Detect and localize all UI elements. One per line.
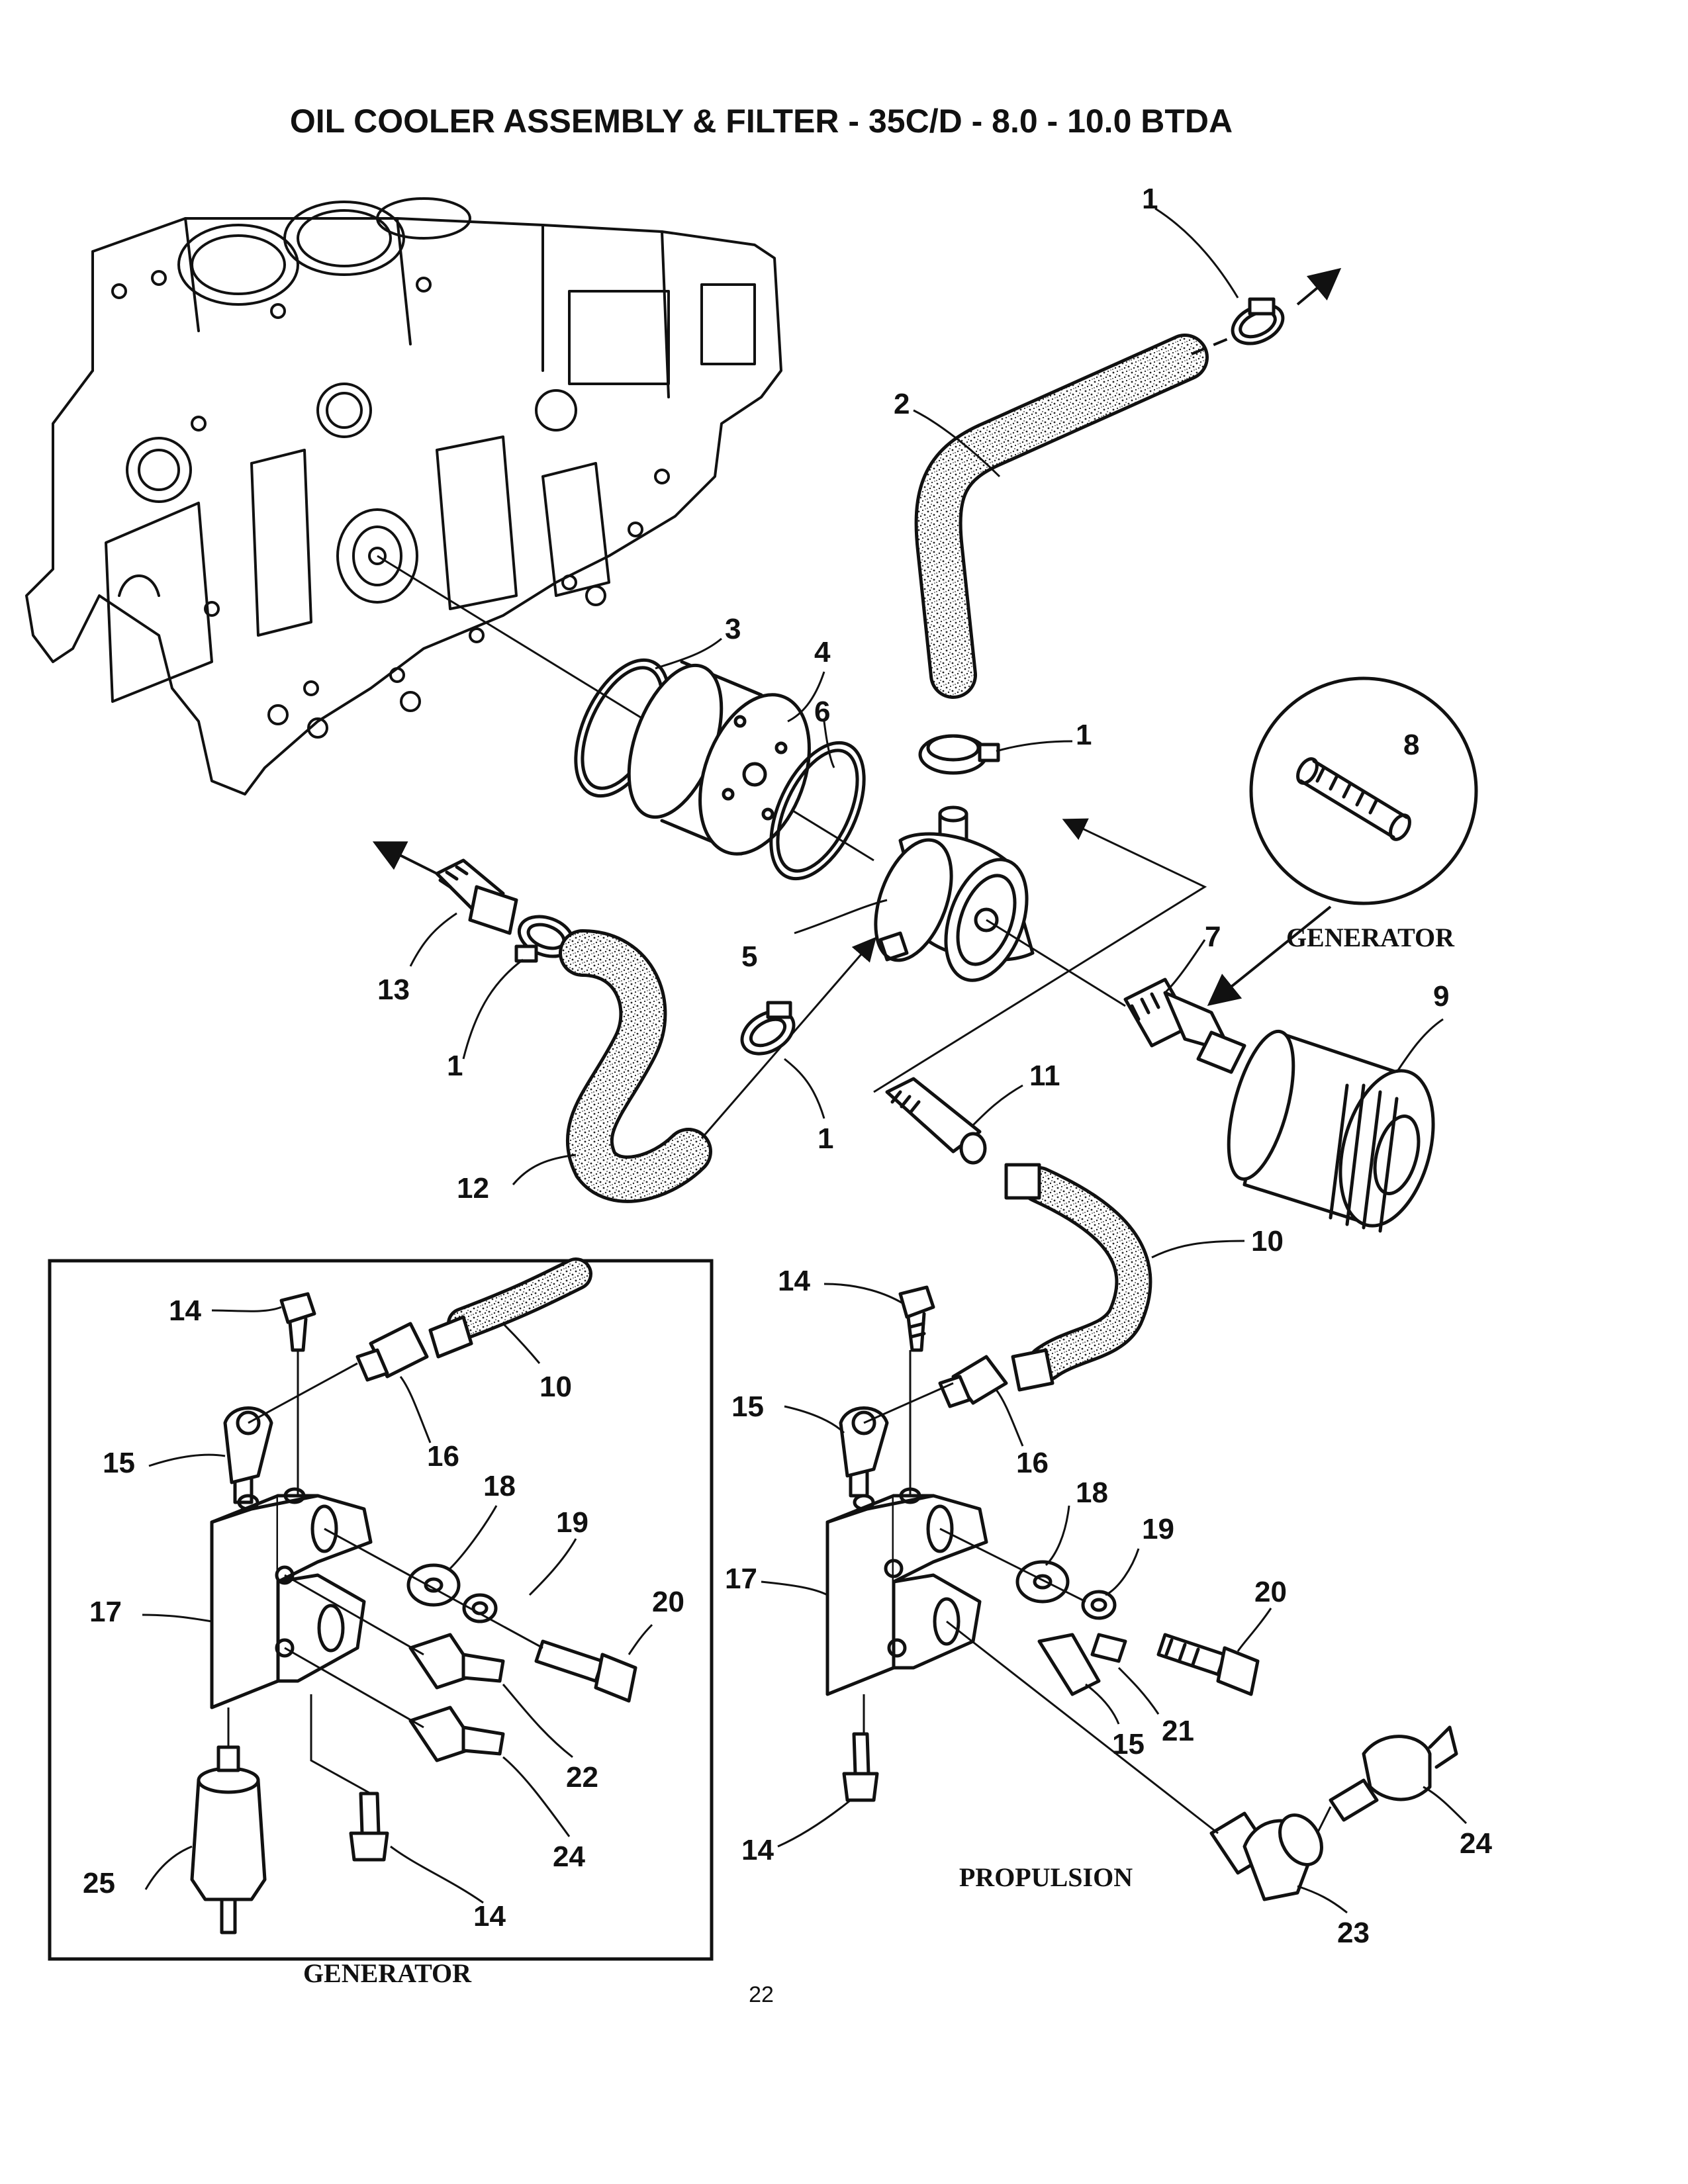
callout-label: 19 (1142, 1513, 1174, 1545)
propulsion-parts (825, 1285, 1458, 1901)
callout-label: 20 (652, 1586, 684, 1618)
callout-label: 2 (894, 388, 910, 420)
callout-label: 15 (1112, 1728, 1145, 1760)
callout-label: 1 (1142, 183, 1158, 215)
callout-label: 16 (427, 1440, 459, 1473)
callout-label: 14 (741, 1834, 774, 1866)
callout-label: 20 (1254, 1576, 1287, 1608)
callout-label: 1 (818, 1122, 833, 1155)
callout-label: 3 (725, 613, 741, 645)
callout-label: 11 (1029, 1060, 1060, 1092)
straight-fitting-11 (885, 1077, 987, 1165)
callout-label: 22 (566, 1761, 598, 1794)
callout-label: 24 (553, 1841, 585, 1873)
hose-clamp-left (514, 915, 575, 963)
elbow-fitting-left (435, 858, 518, 935)
hose-clamp-middle (740, 1001, 796, 1056)
filter-centerline (986, 919, 1126, 1007)
flow-arrow-left (372, 841, 438, 875)
page-number: 22 (749, 1982, 774, 2007)
callout-label: 15 (103, 1447, 135, 1479)
callout-label: 14 (169, 1295, 201, 1327)
callout-label: 14 (473, 1900, 506, 1933)
callout-leader-lines (142, 207, 1468, 1914)
filter-adapter-fitting (1123, 978, 1246, 1074)
callout-label: 6 (814, 696, 830, 728)
callout-label: 25 (83, 1867, 115, 1899)
propulsion-alignment-lines (863, 1350, 1332, 1835)
hose-clamp-upper (1231, 297, 1285, 345)
lower-s-hose (559, 929, 712, 1203)
generator-inset-frame (48, 1259, 714, 1961)
hose-clamp-cooler-top (918, 734, 1000, 775)
callout-label: 17 (89, 1596, 122, 1628)
callout-label: 1 (1076, 719, 1092, 751)
flow-arrow-out (1296, 267, 1342, 306)
callout-label: 10 (1251, 1225, 1284, 1257)
callout-label: 17 (725, 1563, 757, 1595)
return-line-indicator (873, 818, 1207, 1093)
callout-label: 18 (1076, 1477, 1108, 1509)
generator-alignment-lines (227, 1350, 543, 1795)
callout-label: 24 (1460, 1827, 1492, 1860)
callout-label: 1 (447, 1050, 463, 1082)
callout-label: 7 (1205, 921, 1221, 953)
callout-label: 19 (556, 1506, 588, 1539)
nipple-arrow (1207, 905, 1332, 1007)
oil-cooler-cylinder (627, 660, 811, 856)
callout-label: 12 (457, 1172, 489, 1205)
o-ring (769, 741, 866, 881)
callout-label: 8 (1403, 729, 1419, 761)
callout-label: 13 (377, 974, 410, 1006)
pressure-hose-10 (1021, 1166, 1152, 1382)
generator-parts (190, 1292, 637, 1934)
callout-label: 14 (778, 1265, 810, 1297)
callout-label: 5 (741, 940, 757, 973)
generator-hose-10 (447, 1257, 592, 1340)
callout-label: 23 (1337, 1917, 1370, 1949)
upper-oil-hose (914, 334, 1232, 699)
engine-block (25, 197, 782, 796)
hose-end-fittings-10 (1004, 1163, 1055, 1392)
callout-label: 10 (539, 1371, 572, 1403)
callout-label: 16 (1016, 1447, 1049, 1479)
oil-filter (1227, 1029, 1435, 1233)
page-title: OIL COOLER ASSEMBLY & FILTER - 35C/D - 8… (290, 103, 1233, 140)
generator-inset-caption: GENERATOR (303, 1958, 472, 1988)
callout-label: 9 (1433, 980, 1449, 1013)
generator-filter-caption: GENERATOR (1286, 923, 1455, 952)
callout-label: 21 (1162, 1715, 1194, 1747)
callout-label: 15 (731, 1390, 764, 1423)
oil-cooler-housing (874, 805, 1035, 982)
callout-label: 4 (814, 636, 831, 668)
propulsion-caption: PROPULSION (959, 1862, 1133, 1892)
callout-label: 18 (483, 1470, 516, 1502)
generator-nipple-inset (1249, 676, 1478, 905)
